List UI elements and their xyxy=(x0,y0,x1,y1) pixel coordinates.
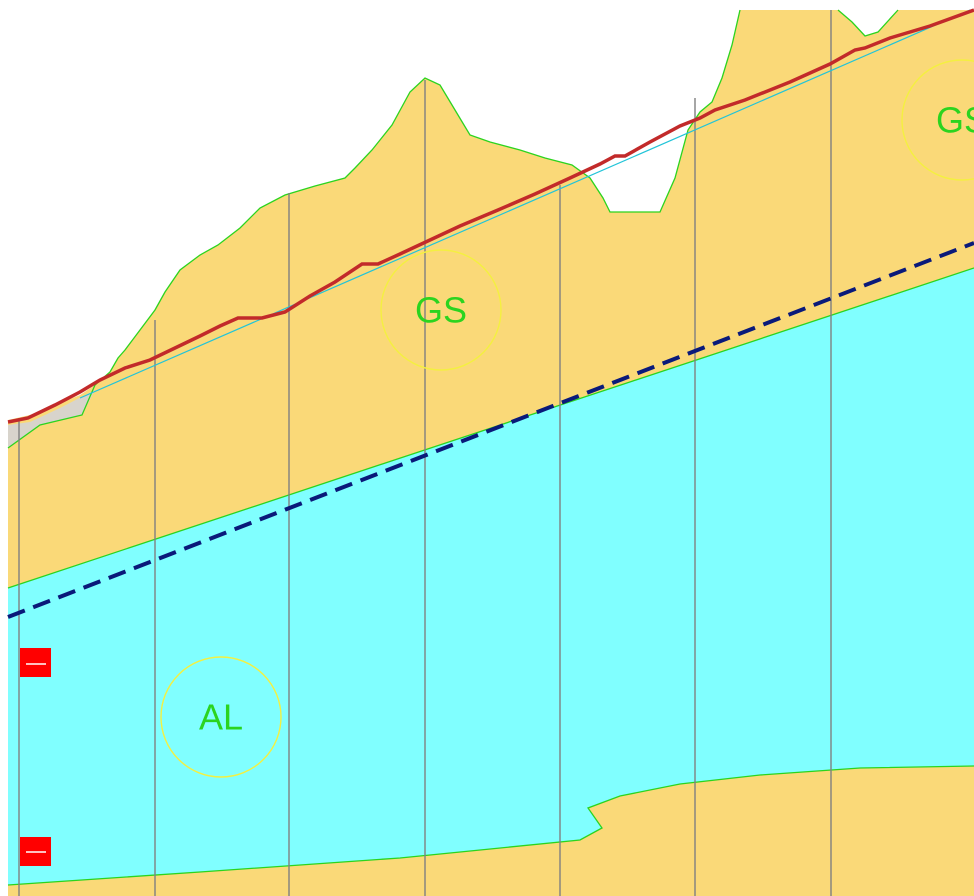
gravel-sand-upper-layer xyxy=(8,10,974,588)
gs-label-circle-center xyxy=(380,249,502,371)
al-label-circle xyxy=(160,656,282,778)
al-label: AL xyxy=(199,697,243,738)
red-rectangle-marker-icon[interactable] xyxy=(20,648,51,677)
alluvium-layer xyxy=(8,268,974,885)
groundwater-level-line xyxy=(7,241,974,619)
al-lower-boundary xyxy=(7,765,974,886)
weathered-rock-wedge xyxy=(8,390,95,448)
gs-label-center: GS xyxy=(415,290,467,331)
gs-label-circle-right xyxy=(901,59,974,181)
reference-grade-line xyxy=(79,9,971,399)
gs-label-right: GS xyxy=(936,100,974,141)
gravel-sand-lower-layer xyxy=(8,766,974,896)
left-edge-boundary xyxy=(7,384,96,449)
red-rectangle-marker-icon[interactable] xyxy=(20,837,51,866)
upper-right-terrain-boundary xyxy=(837,9,899,37)
ground-surface-line xyxy=(7,8,974,424)
section-grid-lines xyxy=(18,10,832,896)
upper-terrain-boundary xyxy=(94,9,741,386)
borehole-markers xyxy=(20,648,51,866)
